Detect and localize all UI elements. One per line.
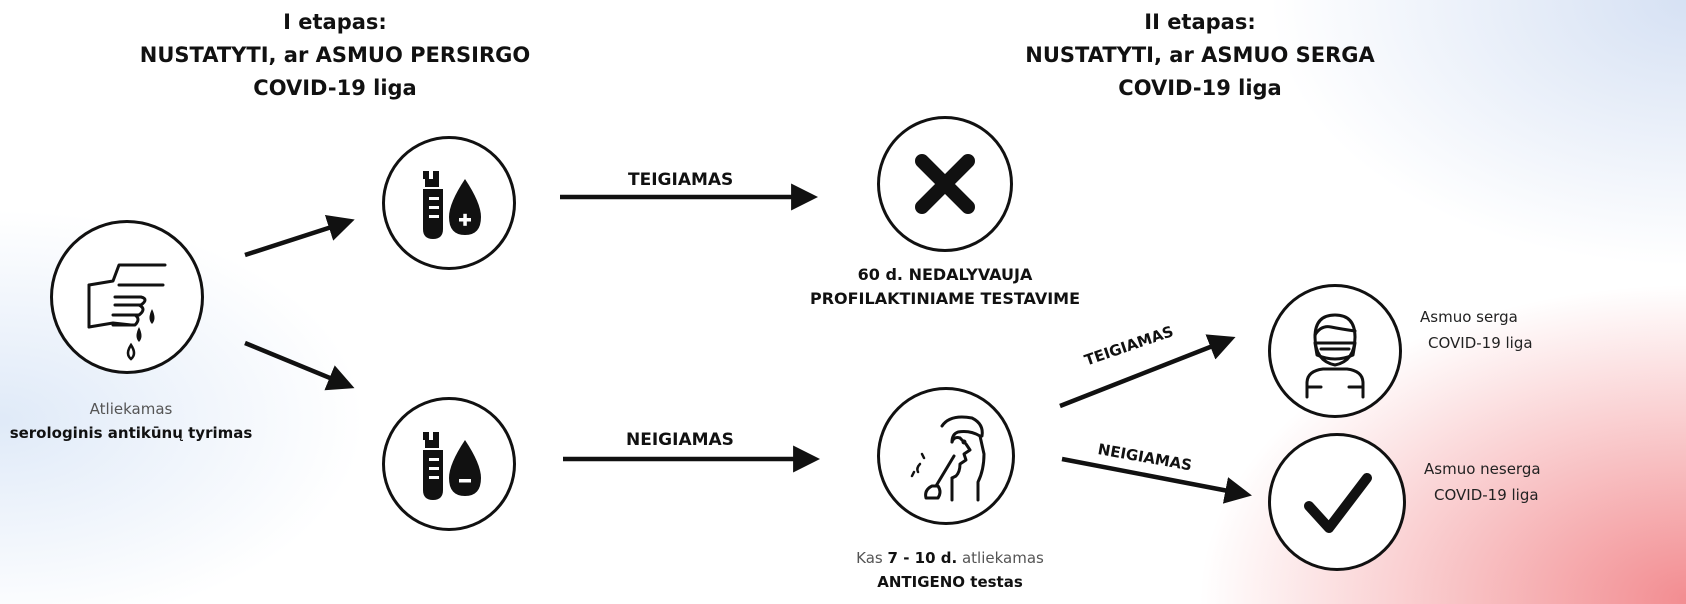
antigen-caption-line1: Kas 7 - 10 d. atliekamas [830,546,1070,570]
start-node [50,220,204,374]
start-caption: Atliekamas serologinis antikūnų tyrimas [0,397,262,445]
arrow-antigen-to-sick [1059,334,1236,409]
test-tube-blood-minus-icon [423,432,481,500]
excluded-node [877,116,1013,252]
stage2-goal: NUSTATYTI, ar ASMUO SERGA [1025,43,1375,67]
sick-caption: Asmuo serga COVID-19 liga [1402,304,1586,356]
antigen-caption-days: 7 - 10 d. [887,549,958,567]
healthy-caption: Asmuo neserga COVID-19 liga [1408,456,1592,508]
start-caption-line2: serologinis antikūnų tyrimas [9,424,253,442]
positive-test-node [382,136,516,270]
cross-icon [915,154,975,214]
arrow-start-to-negative [244,340,355,391]
masked-person-icon [1305,313,1365,399]
nasal-swab-icon [910,415,986,502]
stage2-disease: COVID-19 liga [1118,76,1282,100]
edge-label-positive: TEIGIAMAS [628,170,734,190]
excluded-caption: 60 d. NEDALYVAUJA PROFILAKTINIAME TESTAV… [790,263,1100,311]
antigen-caption-suffix: atliekamas [961,549,1044,567]
antigen-caption-line2: ANTIGENO testas [877,573,1023,591]
healthy-caption-line1: Asmuo neserga [1424,460,1541,478]
sick-node [1268,284,1402,418]
stage2-title: II etapas: NUSTATYTI, ar ASMUO SERGA COV… [960,6,1440,105]
checkmark-icon [1304,473,1372,533]
antigen-node [877,387,1015,525]
arrow-antigen-to-healthy [1061,456,1252,504]
test-tube-blood-plus-icon [423,171,481,239]
arrow-start-to-positive [244,214,355,258]
healthy-node [1268,433,1406,571]
healthy-caption-line2: COVID-19 liga [1434,486,1539,504]
start-caption-line1: Atliekamas [89,400,173,418]
finger-prick-blood-icon [87,263,167,361]
stage1-goal: NUSTATYTI, ar ASMUO PERSIRGO [139,43,531,67]
excluded-caption-line2: PROFILAKTINIAME TESTAVIME [809,289,1081,308]
sick-caption-line1: Asmuo serga [1420,308,1518,326]
sick-caption-line2: COVID-19 liga [1428,334,1533,352]
excluded-caption-line1: 60 d. NEDALYVAUJA [857,265,1033,284]
stage1-label: I etapas: [283,10,387,34]
stage2-label: II etapas: [1144,10,1256,34]
stage1-title: I etapas: NUSTATYTI, ar ASMUO PERSIRGO C… [95,6,575,105]
stage1-disease: COVID-19 liga [253,76,417,100]
negative-test-node [382,397,516,531]
antigen-caption: Kas 7 - 10 d. atliekamas ANTIGENO testas [830,546,1070,594]
antigen-caption-prefix: Kas [856,549,883,567]
edge-label-negative: NEIGIAMAS [626,430,734,450]
